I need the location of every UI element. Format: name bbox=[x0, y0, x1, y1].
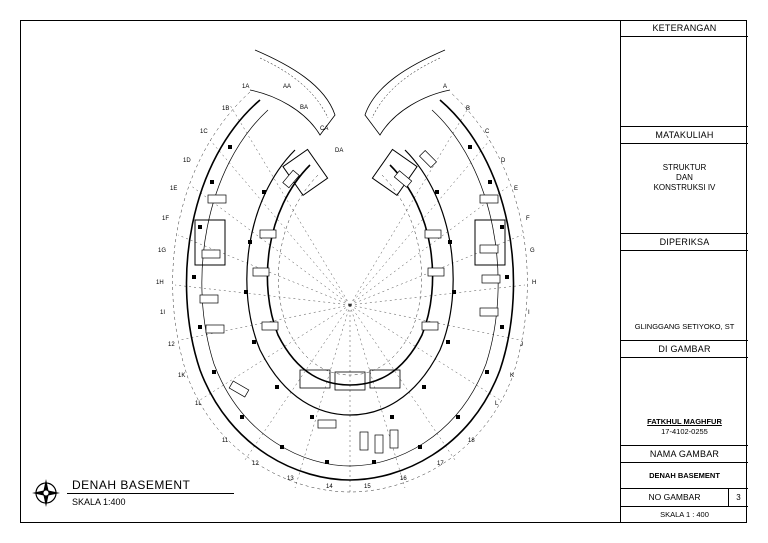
columns bbox=[192, 145, 509, 464]
svg-text:CA: CA bbox=[320, 126, 328, 132]
svg-text:1K: 1K bbox=[178, 373, 185, 379]
svg-text:L: L bbox=[495, 401, 499, 407]
svg-text:G: G bbox=[530, 248, 535, 254]
radial-grid bbox=[174, 104, 526, 495]
svg-text:AA: AA bbox=[283, 84, 291, 90]
svg-text:1A: 1A bbox=[242, 84, 249, 90]
svg-text:1G: 1G bbox=[158, 248, 166, 254]
no-gambar-row: NO GAMBAR 3 bbox=[621, 488, 748, 506]
stair-core-right bbox=[474, 219, 506, 266]
no-gambar-label: NO GAMBAR bbox=[621, 489, 729, 506]
digambar-label: DI GAMBAR bbox=[621, 340, 748, 357]
course-line-1: STRUKTUR bbox=[662, 163, 707, 172]
stair-core-left bbox=[194, 219, 226, 266]
drawing-legend-title: DENAH BASEMENT bbox=[72, 478, 191, 492]
divider bbox=[621, 357, 748, 358]
svg-text:15: 15 bbox=[364, 484, 371, 490]
svg-text:16: 16 bbox=[400, 476, 407, 482]
ramp-right-inner bbox=[371, 57, 441, 119]
examiner-name: GLINGGANG SETIYOKO, ST bbox=[634, 322, 735, 331]
svg-text:13: 13 bbox=[287, 476, 294, 482]
svg-text:1D: 1D bbox=[183, 158, 191, 164]
title-block: KETERANGAN MATAKULIAH STRUKTUR DAN KONST… bbox=[620, 20, 748, 523]
drawing-frame bbox=[20, 20, 747, 523]
course-line-2: DAN bbox=[676, 173, 693, 182]
svg-text:F: F bbox=[526, 216, 530, 222]
svg-text:D: D bbox=[501, 158, 506, 164]
parking-cars bbox=[199, 150, 501, 454]
svg-text:1C: 1C bbox=[200, 129, 208, 135]
diperiksa-label: DIPERIKSA bbox=[621, 233, 748, 250]
nama-gambar-label: NAMA GAMBAR bbox=[621, 445, 748, 462]
divider bbox=[621, 36, 748, 37]
svg-text:1E: 1E bbox=[170, 186, 177, 192]
svg-text:DA: DA bbox=[335, 148, 343, 154]
divider bbox=[621, 143, 748, 144]
svg-text:17: 17 bbox=[437, 461, 444, 467]
svg-text:11: 11 bbox=[222, 438, 229, 444]
keterangan-label: KETERANGAN bbox=[652, 23, 717, 33]
svg-text:1L: 1L bbox=[195, 401, 202, 407]
svg-text:18: 18 bbox=[468, 438, 475, 444]
outer-wall bbox=[185, 99, 515, 481]
svg-text:12: 12 bbox=[252, 461, 259, 467]
course-line-3: KONSTRUKSI IV bbox=[653, 183, 716, 192]
ramp-right bbox=[364, 49, 451, 136]
room-bottom-3 bbox=[369, 369, 401, 389]
svg-text:BA: BA bbox=[300, 105, 308, 111]
svg-text:1F: 1F bbox=[162, 216, 169, 222]
no-gambar-value: 3 bbox=[736, 493, 741, 502]
ramp-left bbox=[249, 49, 336, 136]
svg-text:B: B bbox=[466, 106, 470, 112]
divider bbox=[621, 462, 748, 463]
divider bbox=[621, 250, 748, 251]
svg-text:J: J bbox=[520, 342, 523, 348]
drawing-legend-scale: SKALA 1:400 bbox=[72, 497, 126, 507]
svg-text:H: H bbox=[532, 280, 536, 286]
svg-text:C: C bbox=[485, 129, 490, 135]
title-block-scale: SKALA 1 : 400 bbox=[660, 510, 709, 519]
room-bottom-1 bbox=[299, 369, 331, 389]
matakuliah-label: MATAKULIAH bbox=[621, 126, 748, 143]
svg-text:I: I bbox=[528, 310, 530, 316]
drafter-id: 17-4102-0255 bbox=[661, 427, 708, 436]
svg-text:1I: 1I bbox=[160, 310, 165, 316]
drafter-name: FATKHUL MAGHFUR bbox=[647, 417, 722, 426]
svg-text:1B: 1B bbox=[222, 106, 229, 112]
scale-row: SKALA 1 : 400 bbox=[621, 506, 748, 523]
ramp-left-inner bbox=[259, 57, 329, 119]
north-arrow-icon bbox=[32, 479, 60, 507]
svg-text:A: A bbox=[443, 84, 447, 90]
outer-wall-line bbox=[201, 109, 499, 467]
drawing-name: DENAH BASEMENT bbox=[649, 471, 720, 480]
svg-text:1H: 1H bbox=[156, 280, 164, 286]
legend-underline bbox=[67, 493, 234, 494]
room-bottom-2 bbox=[334, 371, 366, 391]
svg-text:K: K bbox=[510, 373, 514, 379]
svg-text:12: 12 bbox=[168, 342, 175, 348]
svg-text:14: 14 bbox=[326, 484, 333, 490]
svg-text:E: E bbox=[514, 186, 518, 192]
